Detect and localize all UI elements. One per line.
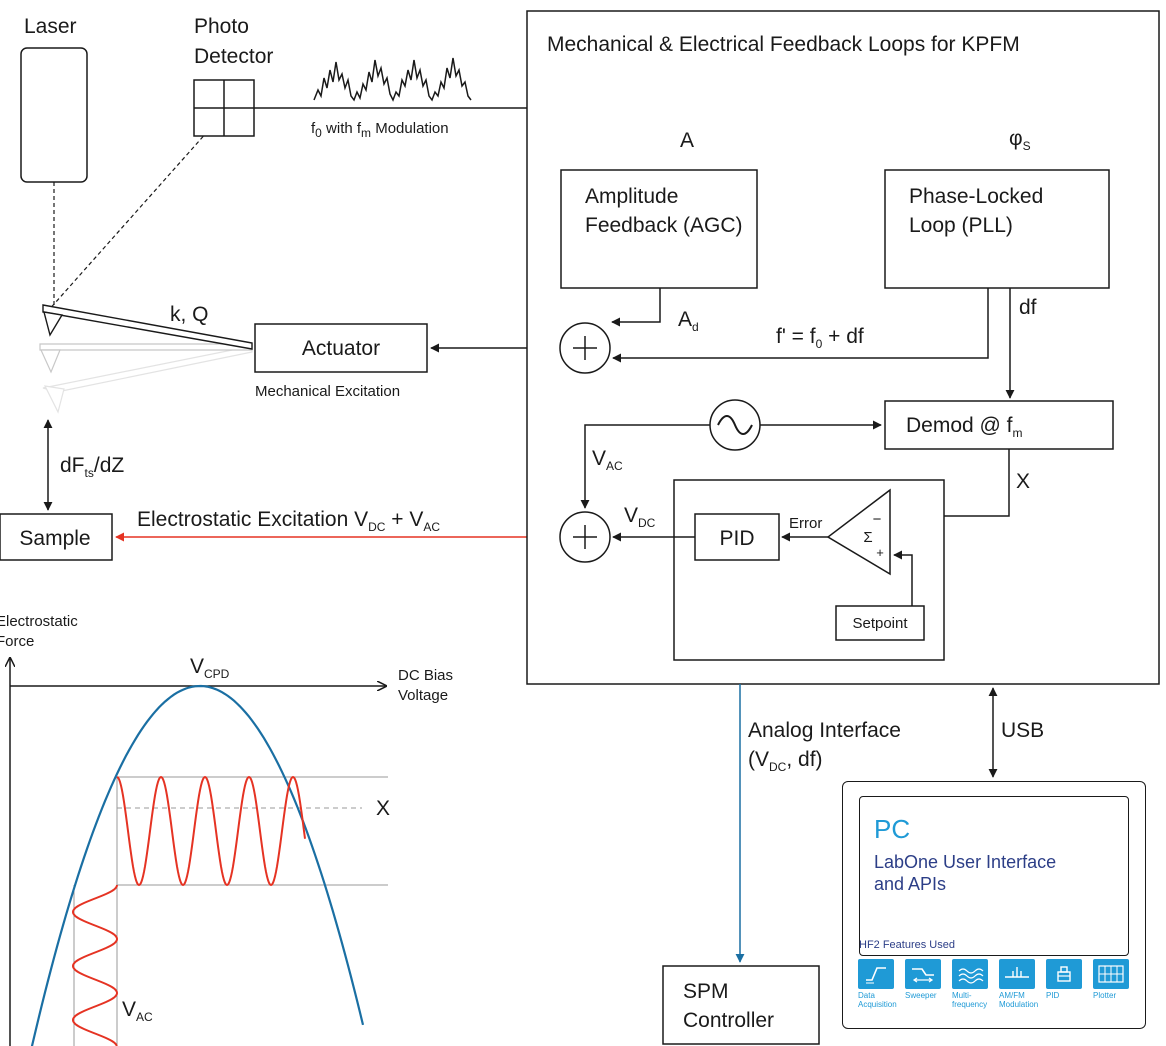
comparator-symbol — [826, 488, 891, 576]
cantilever-kq-label: k, Q — [170, 303, 209, 326]
force-gradient-label: dFts/dZ — [60, 454, 124, 480]
feature-multi-frequency: Multi- frequency — [952, 959, 992, 1009]
force-axis-label-1: Electrostatic — [0, 613, 78, 630]
fprime-label: f' = f0 + df — [776, 325, 864, 351]
usb-label: USB — [1001, 719, 1044, 742]
summing-junction-electrical — [559, 511, 611, 563]
laser-box — [20, 47, 88, 183]
pll-label-2: Loop (PLL) — [909, 214, 1013, 237]
bias-axis-label-2: Voltage — [398, 687, 448, 704]
mechanical-excitation-label: Mechanical Excitation — [255, 383, 400, 400]
amplitude-feedback-box — [560, 169, 758, 289]
error-label: Error — [789, 515, 822, 532]
data-acquisition-icon — [858, 959, 894, 989]
analog-label-1: Analog Interface — [748, 719, 901, 742]
pc-title: PC — [874, 814, 911, 844]
photo-detector: Photo Detector — [193, 15, 273, 137]
feature-label: Data Acquisition — [858, 991, 897, 1009]
pid-label: PID — [719, 527, 754, 550]
amplitude-label-2: Feedback (AGC) — [585, 214, 743, 237]
setpoint-label: Setpoint — [852, 615, 908, 632]
sample-box — [0, 513, 113, 561]
setpoint-box — [835, 605, 925, 641]
frequency-signal-line — [612, 288, 989, 363]
feature-label: AM/FM Modulation — [999, 991, 1039, 1009]
ad-signal-line — [611, 288, 661, 327]
photo-detector-label-2: Detector — [194, 45, 273, 68]
demodulator-box — [884, 400, 1114, 450]
plot-x-label: X — [376, 797, 390, 820]
demod-label: Demod @ fm — [906, 414, 1023, 440]
feature-sweeper: Sweeper — [905, 959, 945, 1000]
signal-phi-label: φS — [1009, 127, 1031, 153]
minus-label: − — [873, 511, 882, 528]
laser-label: Laser — [24, 15, 77, 38]
features-row: Data Acquisition Sweeper Multi- frequenc… — [858, 959, 1140, 1019]
cantilever-ghost-2 — [42, 345, 253, 414]
actuator-label: Actuator — [302, 337, 380, 360]
plus-label: + — [876, 545, 884, 560]
pll-box — [884, 169, 1110, 289]
pc-screen: PC LabOne User Interface and APIs — [859, 796, 1129, 956]
plotter-icon — [1093, 959, 1129, 989]
feature-label: PID — [1046, 991, 1060, 1000]
feedback-title: Mechanical & Electrical Feedback Loops f… — [547, 33, 1020, 56]
feature-label: Plotter — [1093, 991, 1117, 1000]
sweeper-icon — [905, 959, 941, 989]
vac-label: VAC — [592, 447, 623, 473]
analog-label-2: (VDC, df) — [748, 748, 823, 774]
reflected-beam — [46, 112, 225, 313]
am-fm-modulation-icon — [999, 959, 1035, 989]
amplitude-label-1: Amplitude — [585, 185, 678, 208]
plot-vac-label: VAC — [122, 998, 153, 1024]
signal-a-label: A — [680, 129, 694, 152]
voltage-oscillation — [71, 884, 119, 1046]
pid-icon — [1046, 959, 1082, 989]
force-parabola — [30, 684, 365, 1046]
modulation-label: f0 with fm Modulation — [311, 120, 449, 140]
feature-pid: PID — [1046, 959, 1086, 1000]
sample-label: Sample — [19, 527, 90, 550]
pc-box: PC LabOne User Interface and APIs HF2 Fe… — [842, 781, 1146, 1029]
oscillator-source — [709, 399, 761, 451]
spm-label-1: SPM — [683, 980, 729, 1003]
laser-unit: Laser — [20, 15, 88, 183]
pid-box — [694, 513, 780, 561]
summing-junction-mechanical — [559, 322, 611, 374]
oscillator-to-summing-line — [580, 424, 710, 509]
actuator-box — [254, 323, 428, 373]
setpoint-line — [893, 550, 913, 606]
electrostatic-excitation-label: Electrostatic Excitation VDC + VAC — [137, 508, 440, 534]
cantilever — [42, 304, 253, 350]
modulated-waveform — [313, 57, 472, 102]
vcpd-label: VCPD — [190, 655, 230, 681]
feature-am-fm-modulation: AM/FM Modulation — [999, 959, 1039, 1009]
force-axis-label-2: Force — [0, 633, 34, 650]
photo-detector-label-1: Photo — [194, 15, 249, 38]
spm-controller-box — [662, 965, 820, 1045]
feature-plotter: Plotter — [1093, 959, 1133, 1000]
feature-label: Sweeper — [905, 991, 937, 1000]
force-oscillation — [116, 775, 306, 887]
pll-label-1: Phase-Locked — [909, 185, 1043, 208]
spm-label-2: Controller — [683, 1009, 774, 1032]
x-signal-label: X — [1016, 470, 1030, 493]
feature-label: Multi- frequency — [952, 991, 988, 1009]
pc-subtitle: LabOne User Interface and APIs — [874, 852, 1057, 894]
ad-label: Ad — [678, 308, 699, 334]
vdc-label: VDC — [624, 504, 656, 530]
df-label: df — [1019, 296, 1037, 319]
features-heading: HF2 Features Used — [859, 939, 955, 951]
cantilever-ghost-1 — [39, 343, 253, 374]
feature-data-acquisition: Data Acquisition — [858, 959, 898, 1009]
multi-frequency-icon — [952, 959, 988, 989]
sigma-label: Σ — [863, 529, 872, 546]
bias-axis-label-1: DC Bias — [398, 667, 453, 684]
